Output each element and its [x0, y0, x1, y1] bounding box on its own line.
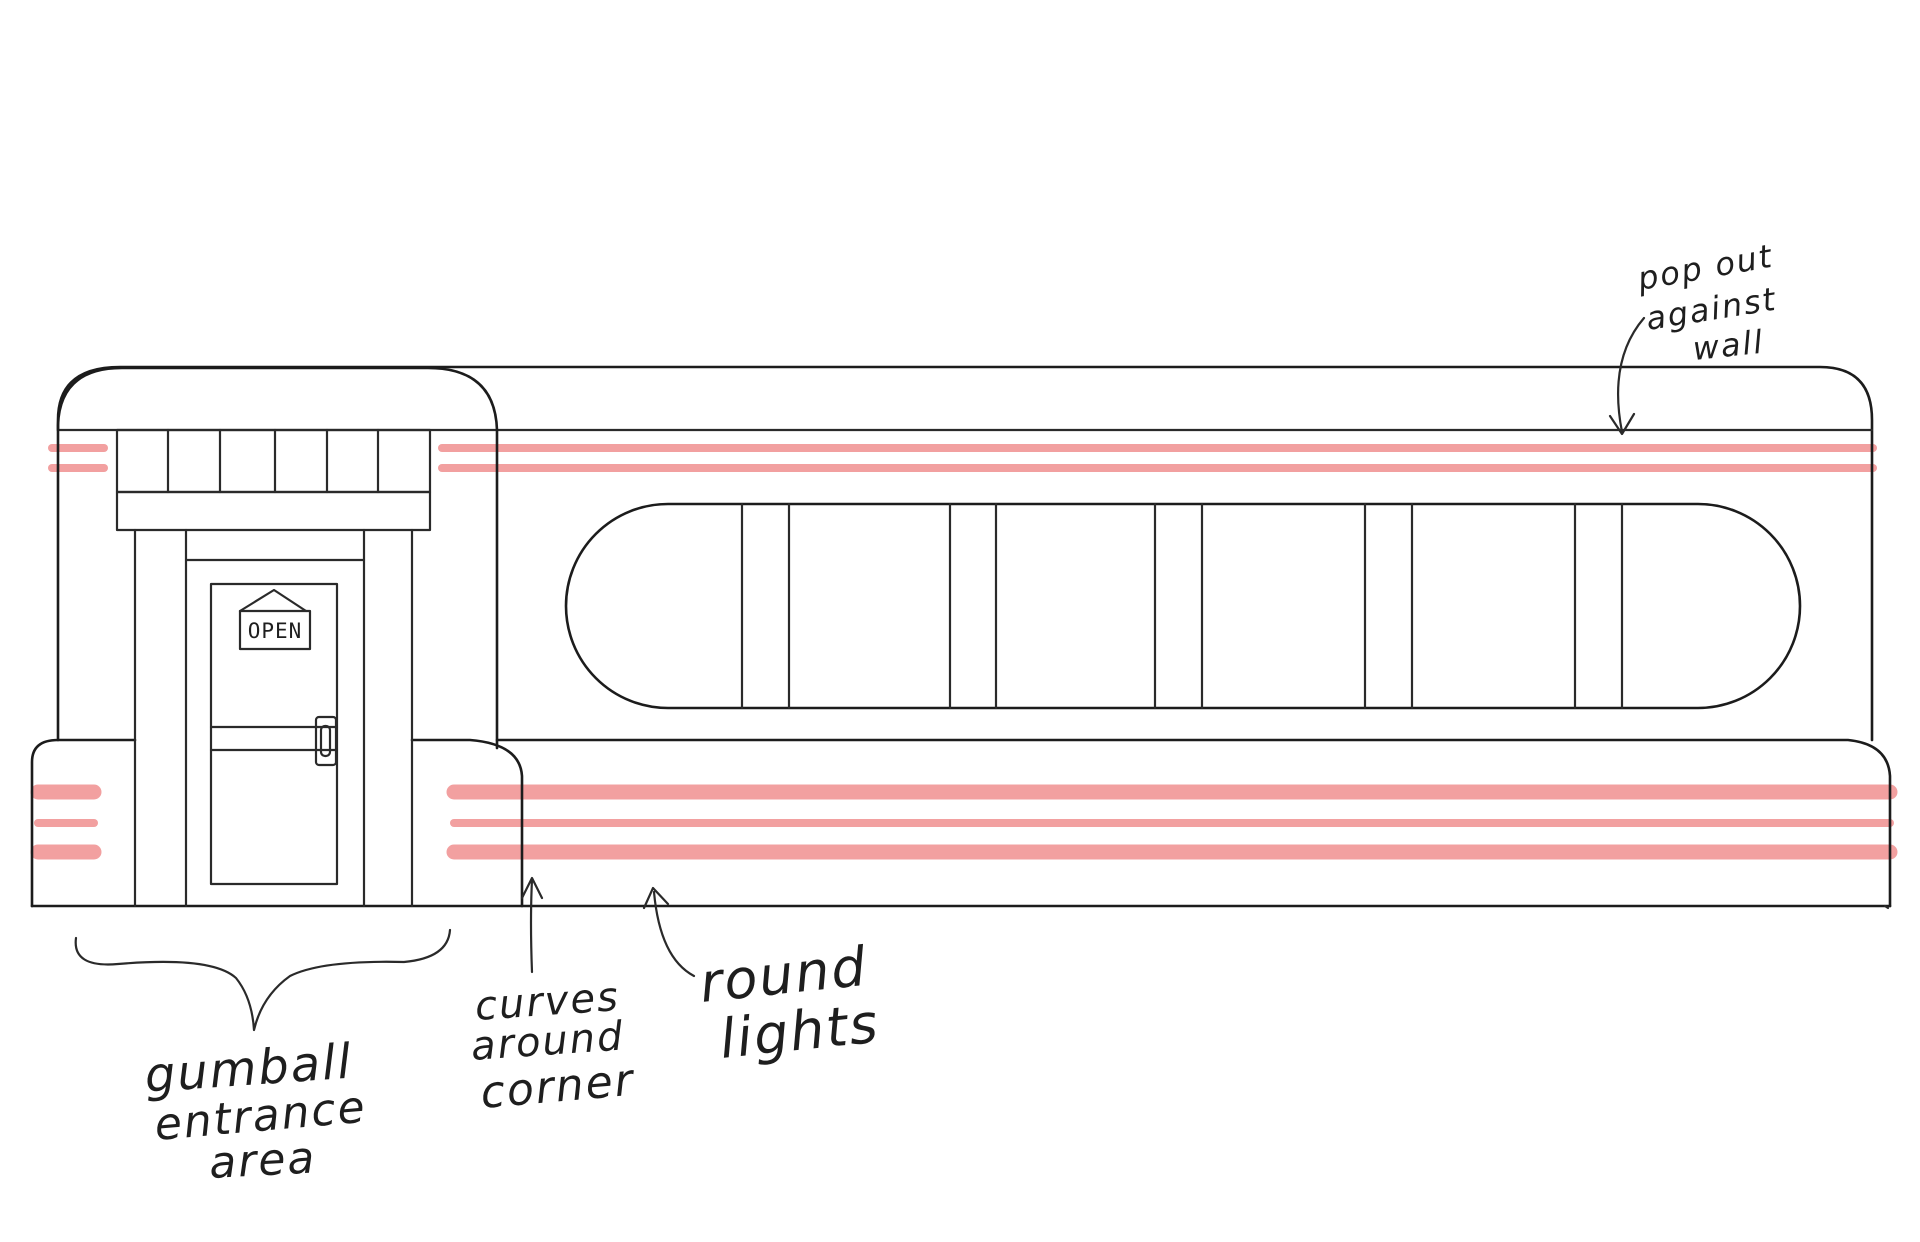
- arrow-curves: [520, 876, 544, 974]
- annotation-pop-out: pop out against wall: [1608, 237, 1780, 436]
- open-sign-text: OPEN: [248, 619, 303, 643]
- annotation-curves: curves around corner: [469, 876, 638, 1119]
- door-handle: [319, 724, 332, 758]
- annotation-curves-line1: curves: [473, 974, 621, 1030]
- building-base-outline: [30, 738, 1892, 908]
- awning-ledge: [115, 490, 432, 532]
- diner-window: [564, 502, 1802, 710]
- door-handle-plate: [314, 715, 338, 767]
- ground-line-right-tick: [1883, 904, 1890, 910]
- entrance-tower-outline: [56, 366, 499, 750]
- transom-panel: [115, 428, 432, 494]
- building-body-outline: [56, 365, 1874, 742]
- upper-neon-stripes: [48, 444, 1877, 472]
- sign-hanger: [238, 588, 308, 613]
- window-frame: [564, 502, 1802, 710]
- lower-neon-stripes: [30, 784, 1898, 860]
- brace-entrance: [74, 928, 452, 1032]
- gumball-entrance: OPEN: [115, 428, 432, 908]
- window-mullions: [740, 502, 1624, 710]
- open-sign: [238, 609, 312, 651]
- annotation-entrance-line3: area: [208, 1132, 318, 1189]
- annotation-entrance: gumball entrance area: [74, 928, 452, 1189]
- arrow-pop-out: [1608, 316, 1646, 436]
- door-frame: [133, 528, 414, 908]
- annotation-pop-out-line3: wall: [1691, 323, 1766, 368]
- annotation-curves-line2: around: [469, 1013, 625, 1070]
- arrow-lights: [642, 886, 696, 978]
- annotation-lights: round lights: [642, 886, 882, 1071]
